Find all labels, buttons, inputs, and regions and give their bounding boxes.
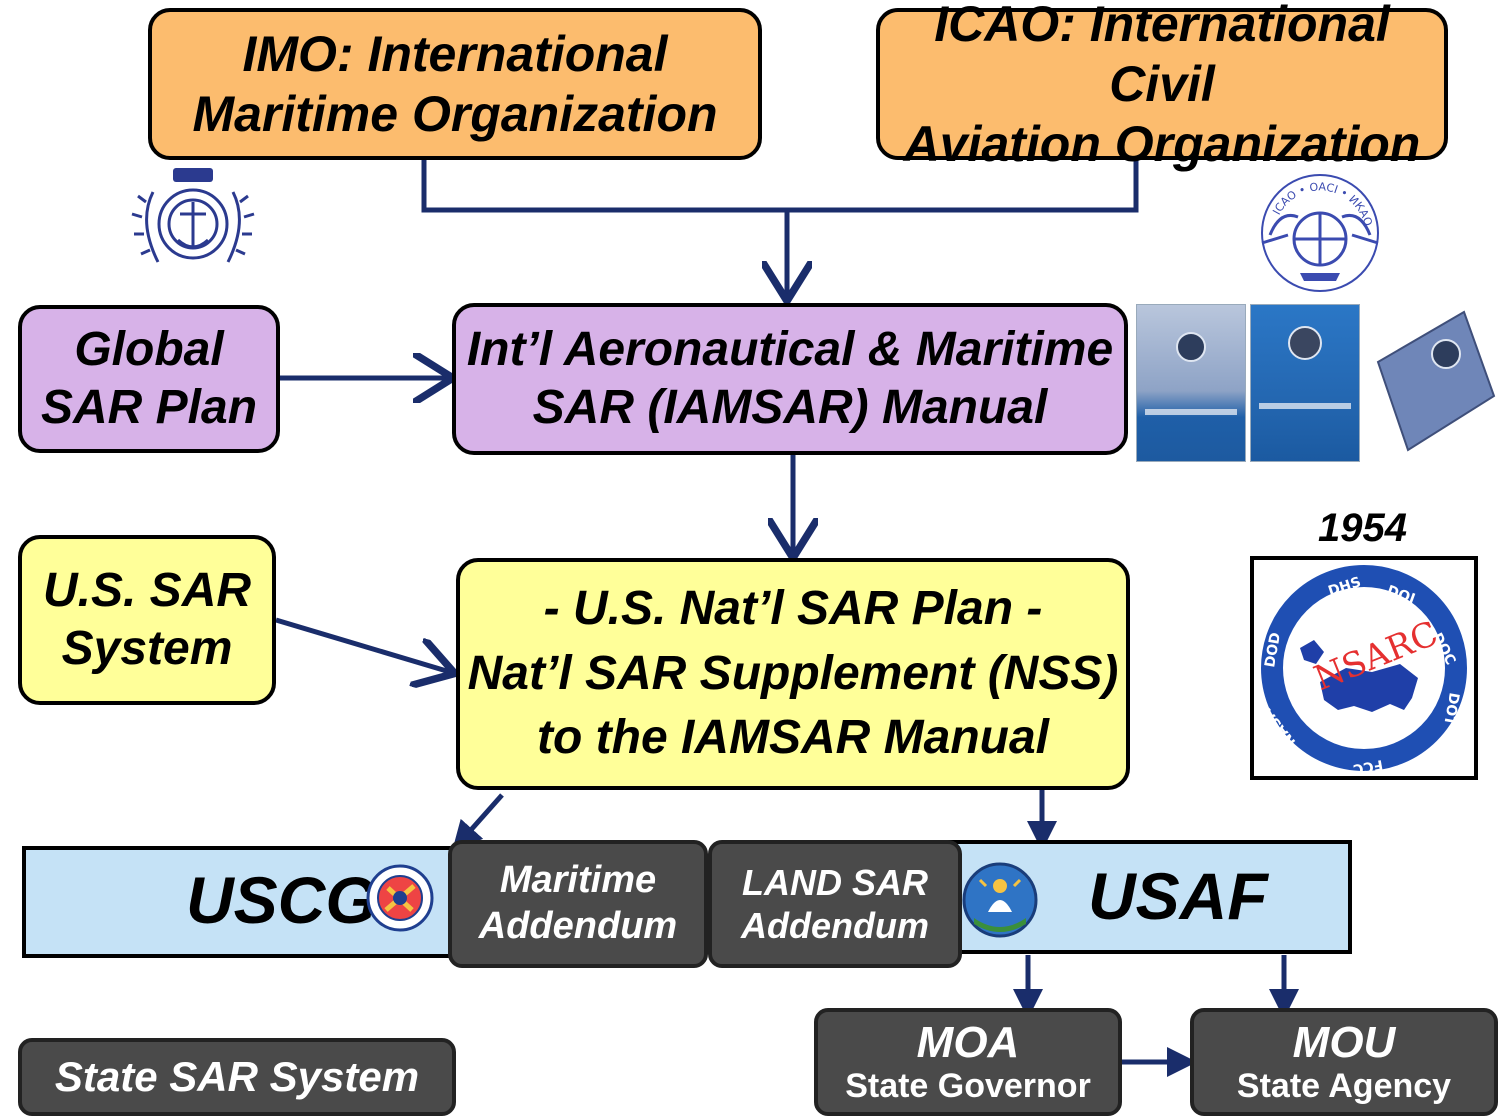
nss-box: - U.S. Nat’l SAR Plan - Nat’l SAR Supple… — [456, 558, 1130, 790]
imo-logo-icon — [131, 168, 255, 263]
iamsar-volume-3-cover — [1364, 304, 1498, 462]
moa-subtitle: State Governor — [845, 1066, 1091, 1105]
moa-title: MOA — [916, 1018, 1020, 1068]
mou-title: MOU — [1292, 1018, 1396, 1068]
globe-icon — [1259, 326, 1351, 409]
global-sar-line-1: Global — [74, 323, 224, 377]
land-sar-addendum-line-2: Addendum — [741, 905, 929, 946]
imo-icao-connector — [421, 158, 1139, 213]
iamsar-volume-2-cover — [1250, 304, 1360, 462]
mou-subtitle: State Agency — [1236, 1066, 1452, 1105]
nsarc-agency-dot: DOT — [1440, 691, 1462, 727]
maritime-addendum-line-1: Maritime — [499, 859, 657, 902]
nsarc-agency-fcc: FCC — [1352, 756, 1384, 776]
us-sar-system-box: U.S. SAR System — [18, 535, 276, 705]
icao-line-2: Aviation Organization — [903, 116, 1421, 172]
maritime-addendum-box: Maritime Addendum — [448, 840, 708, 968]
land-sar-addendum-line-1: LAND SAR — [742, 861, 928, 903]
nss-line-3: to the IAMSAR Manual — [537, 711, 1049, 765]
icao-box: ICAO: International Civil Aviation Organ… — [876, 0, 1448, 172]
state-sar-label: State SAR System — [54, 1052, 420, 1100]
icao-logo-icon: ICAO • OACI • ИКАО — [1261, 174, 1379, 292]
us-sar-line-2: System — [61, 622, 233, 675]
us-sar-line-1: U.S. SAR — [42, 564, 252, 618]
global-sar-plan-box: Global SAR Plan — [18, 305, 280, 453]
maritime-addendum-line-2: Addendum — [478, 905, 678, 947]
nsarc-logo-frame: DHS DOI DOC DOT FCC NASA DOD NSARC — [1250, 556, 1478, 780]
iamsar-manual-box: Int’l Aeronautical & Maritime SAR (IAMSA… — [452, 303, 1128, 455]
mou-box: MOU State Agency — [1190, 1008, 1498, 1116]
moa-box: MOA State Governor — [814, 1008, 1122, 1116]
land-sar-addendum-box: LAND SAR Addendum — [708, 840, 962, 968]
usaf-label: USAF — [1088, 859, 1268, 933]
iamsar-line-1: Int’l Aeronautical & Maritime — [466, 323, 1114, 377]
uscg-label: USCG — [186, 863, 377, 937]
manual-binder-icon — [1376, 310, 1496, 452]
coast-guard-seal-icon — [366, 864, 434, 932]
nss-line-1: - U.S. Nat’l SAR Plan - — [543, 581, 1043, 635]
imo-line-2: Maritime Organization — [192, 86, 718, 142]
iamsar-line-2: SAR (IAMSAR) Manual — [532, 381, 1048, 434]
nsarc-year: 1954 — [1318, 506, 1407, 550]
nsarc-agency-dod: DOD — [1262, 631, 1284, 668]
imo-box: IMO: International Maritime Organization — [148, 8, 762, 160]
nss-line-2: Nat’l SAR Supplement (NSS) — [467, 646, 1119, 700]
arrow-nss-to-uscg — [452, 793, 504, 852]
imo-line-1: IMO: International — [242, 26, 668, 82]
iamsar-volume-1-cover — [1136, 304, 1246, 462]
afrcc-emblem-icon — [962, 862, 1038, 938]
arrow-ussar-to-nss — [275, 617, 450, 672]
global-sar-line-2: SAR Plan — [40, 381, 258, 434]
icao-line-1: ICAO: International Civil — [934, 0, 1390, 112]
nsarc-logo-icon: DHS DOI DOC DOT FCC NASA DOD NSARC — [1260, 565, 1467, 777]
globe-icon — [1145, 332, 1237, 415]
state-sar-system-box: State SAR System — [18, 1038, 456, 1116]
